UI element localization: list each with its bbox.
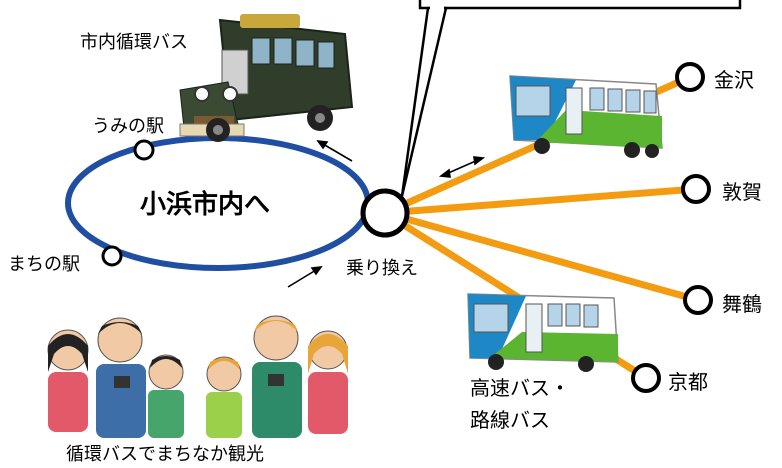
route-tsuruga: [381, 185, 700, 217]
highway-bus-icon: [509, 75, 663, 158]
tourists-illustration: [47, 315, 348, 438]
direction-arrows: [287, 140, 486, 288]
stop-machino-eki: [101, 245, 123, 267]
stop-label-machino-eki: まちの駅: [8, 254, 80, 275]
node-maizuru: [683, 285, 713, 315]
stop-label-umino-eki: うみの駅: [92, 116, 164, 137]
destination-label-tsuruga: 敦賀: [722, 180, 762, 204]
transfer-hub: [360, 188, 410, 238]
stop-umino-eki: [133, 139, 155, 161]
destination-label-kyoto: 京都: [668, 370, 708, 394]
highway-bus-caption-line2: 路線バス: [470, 408, 550, 432]
transfer-label: 乗り換え: [346, 258, 418, 279]
node-kyoto: [631, 363, 661, 393]
speech-callout: [400, 0, 742, 198]
tourists-caption: 循環バスでまちなか観光: [66, 444, 264, 465]
destination-label-kanazawa: 金沢: [714, 68, 754, 92]
route-bus-icon: [467, 293, 619, 372]
node-kanazawa: [675, 62, 705, 92]
destination-label-maizuru: 舞鶴: [722, 292, 762, 316]
arrow-from-tourists-icon: [287, 266, 323, 288]
retro-bus-caption: 市内循環バス: [80, 32, 188, 53]
retro-bus-icon: [179, 14, 354, 142]
route-maizuru: [381, 209, 702, 304]
highway-bus-caption-line1: 高速バス・: [470, 376, 570, 400]
arrow-to-retro-bus-icon: [316, 140, 353, 162]
double-arrow-icon: [438, 156, 486, 178]
node-tsuruga: [681, 174, 711, 204]
loop-center-label: 小浜市内へ: [140, 190, 271, 220]
